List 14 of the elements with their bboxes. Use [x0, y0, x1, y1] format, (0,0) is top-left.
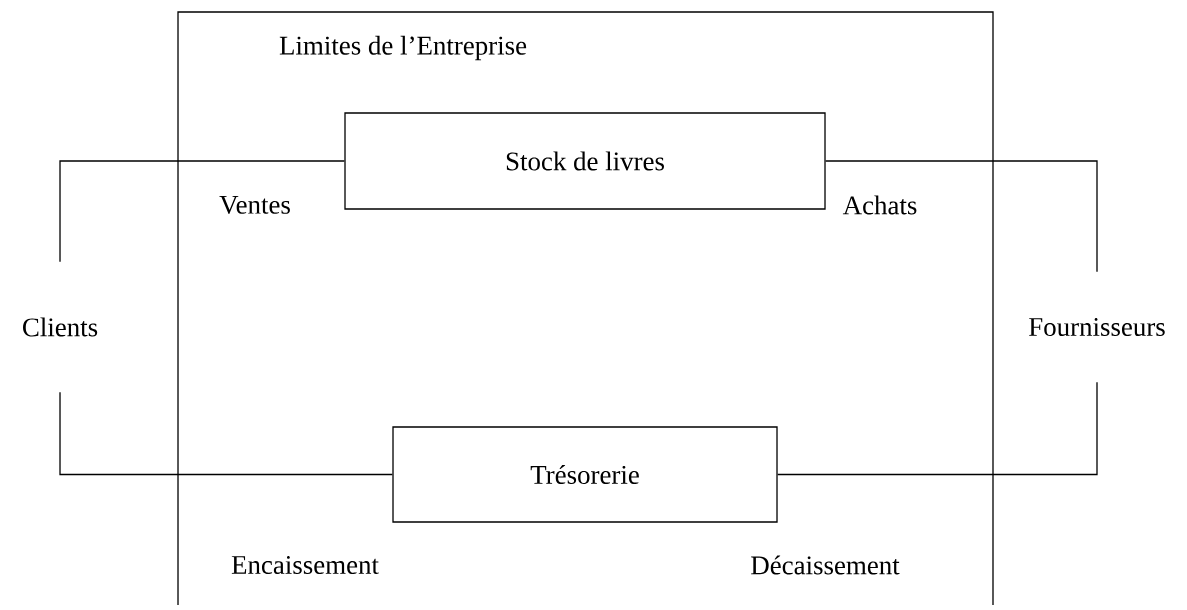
process-box: Stock de livres: [344, 112, 826, 210]
edge-label: Achats: [842, 195, 917, 215]
boundary-frame: [177, 11, 994, 606]
process-box: Trésorerie: [392, 426, 778, 523]
connector-line: [825, 160, 1098, 273]
party-label: Clients: [23, 317, 98, 337]
edge-label: Décaissement: [751, 555, 900, 575]
boundary-label: Limites de l’Entreprise: [279, 35, 527, 61]
connector-line: [59, 391, 393, 476]
party-label: Fournisseurs: [1029, 317, 1165, 337]
connector-line: [777, 381, 1098, 476]
edge-label: Ventes: [219, 195, 290, 214]
edge-label: Encaissement: [231, 555, 379, 575]
connector-line: [59, 160, 345, 263]
